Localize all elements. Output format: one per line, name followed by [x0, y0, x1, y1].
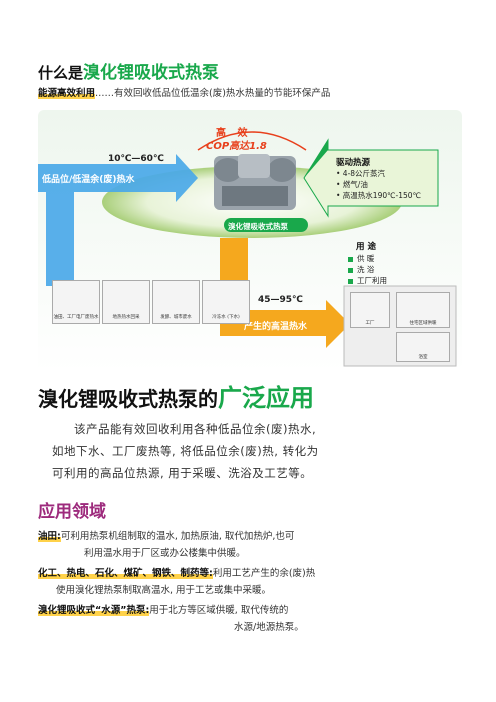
use-box-caption: 住宅区域供暖 — [409, 321, 437, 326]
intro-line: 该产品能有效回收利用各种低品位余(废)热水, — [74, 422, 317, 436]
use-item: 洗 浴 — [348, 264, 374, 275]
input-arrow — [38, 154, 198, 286]
source-box-caption: 发酵、城市废水 — [160, 315, 192, 321]
input-label: 低品位/低温余(废)热水 — [42, 175, 135, 185]
drive-arrow — [303, 138, 439, 218]
intro-line: 如地下水、工厂废热等, 将低品位余(废)热, 转化为 — [52, 444, 319, 458]
section-title-highlight: 广泛应用 — [218, 384, 314, 412]
use-item: 供 暖 — [348, 253, 374, 264]
use-title: 用 途 — [356, 242, 376, 252]
application-text: 用于北方等区域供暖, 取代传统的 — [149, 605, 289, 616]
application-text: 可利用热泵机组制取的温水, 加热原油, 取代加热炉,也可 — [60, 531, 295, 542]
unit-plate-bg — [224, 218, 308, 232]
application-item-chemical: 化工、热电、石化、煤矿、钢铁、制药等:利用工艺产生的余(废)热 使用溴化锂热泵制… — [38, 565, 315, 599]
page-title-prefix: 什么是 — [38, 64, 84, 82]
bullet-icon — [348, 278, 353, 284]
drive-item: • 4-8公斤蒸汽 — [336, 169, 386, 178]
use-box-bath: 浴室 — [396, 332, 450, 362]
section-title-applications: 溴化锂吸收式热泵的广泛应用 — [38, 378, 314, 413]
output-temp: 45—95℃ — [258, 295, 303, 305]
page-title: 什么是溴化锂吸收式热泵 — [38, 58, 219, 83]
machine-top — [238, 154, 270, 178]
application-fields-title: 应用领域 — [38, 502, 106, 522]
page-title-highlight: 溴化锂吸收式热泵 — [83, 63, 220, 83]
intro-paragraph: 该产品能有效回收利用各种低品位余(废)热水, 如地下水、工厂废热等, 将低品位余… — [52, 418, 476, 484]
drive-item: • 燃气/油 — [336, 180, 368, 189]
machine-drum-left — [214, 158, 242, 182]
application-text-cont: 水源/地源热泵。 — [234, 622, 304, 633]
subtitle: 能源高效利用……有效回收低品位低温余(废)热水热量的节能环保产品 — [38, 85, 330, 99]
input-temp: 10℃—60℃ — [108, 154, 164, 164]
application-item-water-source: 溴化锂吸收式“水源”热泵:用于北方等区域供暖, 取代传统的 水源/地源热泵。 — [38, 602, 304, 636]
machine-drum-right — [268, 158, 296, 182]
drive-arrow-head — [304, 140, 328, 178]
output-label: 产生的高温热水 — [244, 322, 308, 332]
use-box-residential: 住宅区域供暖 — [396, 292, 450, 328]
application-key: 油田: — [38, 531, 61, 542]
machine-base — [222, 186, 288, 206]
application-item-oilfield: 油田:可利用热泵机组制取的温水, 加热原油, 取代加热炉,也可 利用温水用于厂区… — [38, 528, 294, 562]
subtitle-rest: ……有效回收低品位低温余(废)热水热量的节能环保产品 — [95, 88, 331, 99]
cop-arc — [197, 131, 307, 151]
application-text-cont: 利用温水用于厂区或办公楼集中供暖。 — [84, 548, 246, 559]
source-box-geothermal: 地热热水回采 — [102, 280, 150, 324]
unit-plate: 溴化锂吸收式热泵 — [228, 222, 288, 231]
efficiency-label: 高 效 — [216, 128, 252, 139]
use-item-label: 供 暖 — [357, 254, 375, 263]
drive-title: 驱动热源 — [336, 158, 371, 168]
use-box-factory: 工厂 — [350, 292, 390, 328]
use-item-label: 工厂利用 — [357, 276, 387, 285]
application-text: 利用工艺产生的余(废)热 — [212, 568, 316, 579]
source-box-caption: 地热热水回采 — [112, 315, 140, 321]
source-box-chilled: 冷冻水 (下水) — [202, 280, 250, 324]
cop-label: COP高达1.8 — [206, 141, 267, 152]
source-box-oilfield: 油田、工厂电厂废热水 — [52, 280, 100, 324]
application-text-cont: 使用溴化锂热泵制取高温水, 用于工艺或集中采暖。 — [56, 585, 272, 596]
source-box-caption: 油田、工厂电厂废热水 — [53, 315, 99, 321]
subtitle-key: 能源高效利用 — [38, 88, 96, 99]
bullet-icon — [348, 256, 353, 262]
intro-line: 可利用的高品位热源, 用于采暖、洗浴及工艺等。 — [52, 466, 313, 480]
output-arrow — [220, 238, 350, 348]
application-key: 溴化锂吸收式“水源”热泵: — [38, 605, 150, 616]
source-box-caption: 冷冻水 (下水) — [212, 315, 240, 321]
use-box-caption: 工厂 — [365, 321, 375, 326]
section-title-prefix: 溴化锂吸收式热泵的 — [38, 387, 218, 411]
bullet-icon — [348, 267, 353, 273]
use-item: 工厂利用 — [348, 275, 387, 286]
heat-pump-diagram: 高 效 COP高达1.8 10℃—60℃ 低品位/低温余(废)热水 45—95℃… — [38, 110, 462, 372]
drive-item: • 高温热水190℃-150℃ — [336, 191, 421, 200]
use-item-label: 洗 浴 — [357, 265, 375, 274]
application-key: 化工、热电、石化、煤矿、钢铁、制药等: — [38, 568, 213, 579]
source-box-wastewater: 发酵、城市废水 — [152, 280, 200, 324]
use-box-caption: 浴室 — [418, 355, 428, 360]
